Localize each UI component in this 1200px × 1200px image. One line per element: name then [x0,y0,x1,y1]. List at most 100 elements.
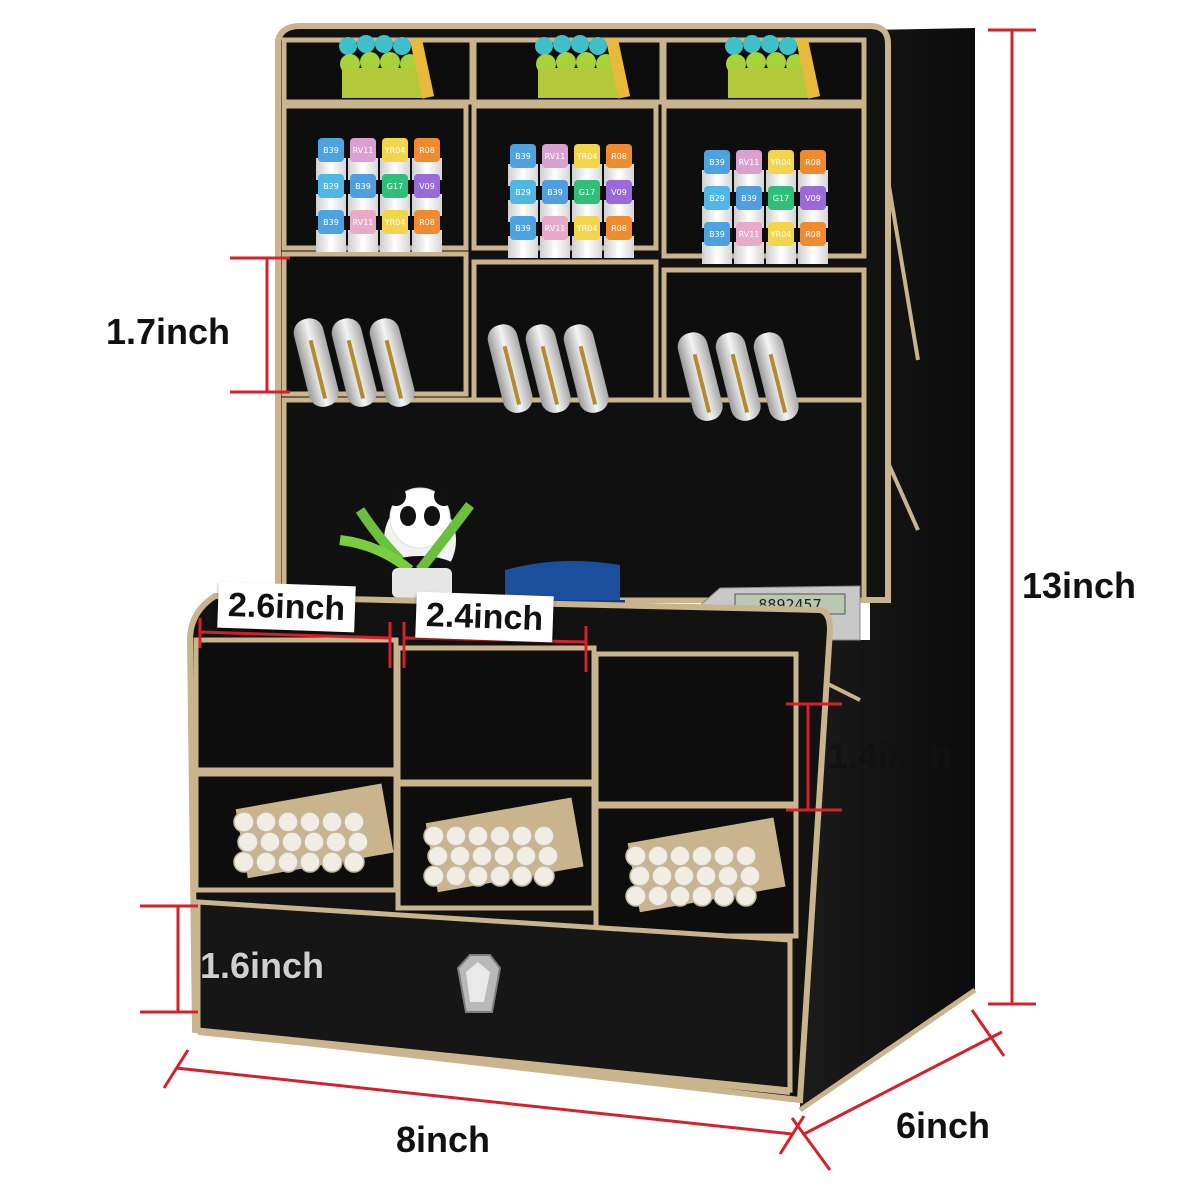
marker-code: B39 [547,188,563,197]
marker-cap [768,186,794,210]
marker-code: R08 [611,152,627,161]
marker-cap [350,174,376,198]
pencil-end [669,885,691,907]
dimension-lines [140,28,1036,1171]
upper-tower [275,23,891,603]
marker-cap [350,210,376,234]
marker-cap [704,186,730,210]
marker-cap [350,138,376,162]
marker-code: RV11 [739,158,760,167]
pencil-end [277,811,299,833]
pencil-end [343,851,365,873]
marker-cap [768,222,794,246]
marker-code: YR04 [384,146,406,155]
pen [525,324,571,413]
marker-cap [736,150,762,174]
marker-cap [800,222,826,246]
marker-body [508,236,538,258]
plant-icon [339,501,474,598]
marker-cap [318,210,344,234]
marker-cap [542,180,568,204]
marker-code: YR04 [576,224,598,233]
pen [677,332,723,421]
marker-cap [736,222,762,246]
pencil-end [647,845,669,867]
marker-code: R08 [419,146,435,155]
marker-body [380,230,410,252]
pencil-end [281,831,303,853]
pencil-end [233,851,255,873]
crystal-knob-icon[interactable] [456,954,502,1013]
pencil-end [467,865,489,887]
marker-cap [574,144,600,168]
marker-cap [382,138,408,162]
pencil-end [445,825,467,847]
marker-code: B39 [323,146,339,155]
pen [293,318,339,407]
marker-cap [414,138,440,162]
pencil-end [533,865,555,887]
marker-code: V09 [611,188,627,197]
marker-cap [704,222,730,246]
marker-code: RV11 [545,224,566,233]
marker-code: YR04 [384,218,406,227]
pencil-end [713,885,735,907]
marker-code: R08 [805,158,821,167]
marker-cap [510,144,536,168]
marker-code: YR04 [576,152,598,161]
marker-cap [382,210,408,234]
marker-code: B39 [515,152,531,161]
marker-cap [510,216,536,240]
pencil-end [423,825,445,847]
pencil-bundle [423,797,584,893]
pencil-end [423,865,445,887]
pencil-end [467,825,489,847]
depth-label: 6inch [896,1105,991,1146]
pencil-bundles [233,783,786,913]
pencil-end [691,885,713,907]
marker-cap [736,186,762,210]
pencil-end [449,845,471,867]
pencil-end [255,811,277,833]
pen [753,332,799,421]
pencil-end [673,865,695,887]
pencil-end [321,851,343,873]
pencil-end [299,851,321,873]
marker-code: B29 [515,188,531,197]
pen [563,324,609,413]
pencil-end [515,845,537,867]
marker-body [348,230,378,252]
pencil-end [259,831,281,853]
pencil-end [237,831,259,853]
marker-cap [800,186,826,210]
pencil-end [347,831,369,853]
marker-code: G17 [387,182,403,191]
drawer-height-label: 1.6inch [200,945,325,986]
marker-cap [510,180,536,204]
pencil-end [325,831,347,853]
marker-body [604,236,634,258]
marker-cap [574,216,600,240]
marker-code: R08 [611,224,627,233]
pencil-end [647,885,669,907]
marker-code: R08 [805,230,821,239]
pencil-end [303,831,325,853]
marker-code: B39 [323,218,339,227]
pencil-end [321,811,343,833]
pencil-end [471,845,493,867]
marker-cap [800,150,826,174]
marker-code: B29 [709,194,725,203]
marker-body [798,242,828,264]
marker-code: YR04 [770,230,792,239]
marker-code: RV11 [739,230,760,239]
marker-body [766,242,796,264]
marker-code: V09 [419,182,435,191]
pencil-end [669,845,691,867]
marker-body [316,230,346,252]
pencil-end [233,811,255,833]
pen [715,332,761,421]
marker-code: YR04 [770,158,792,167]
